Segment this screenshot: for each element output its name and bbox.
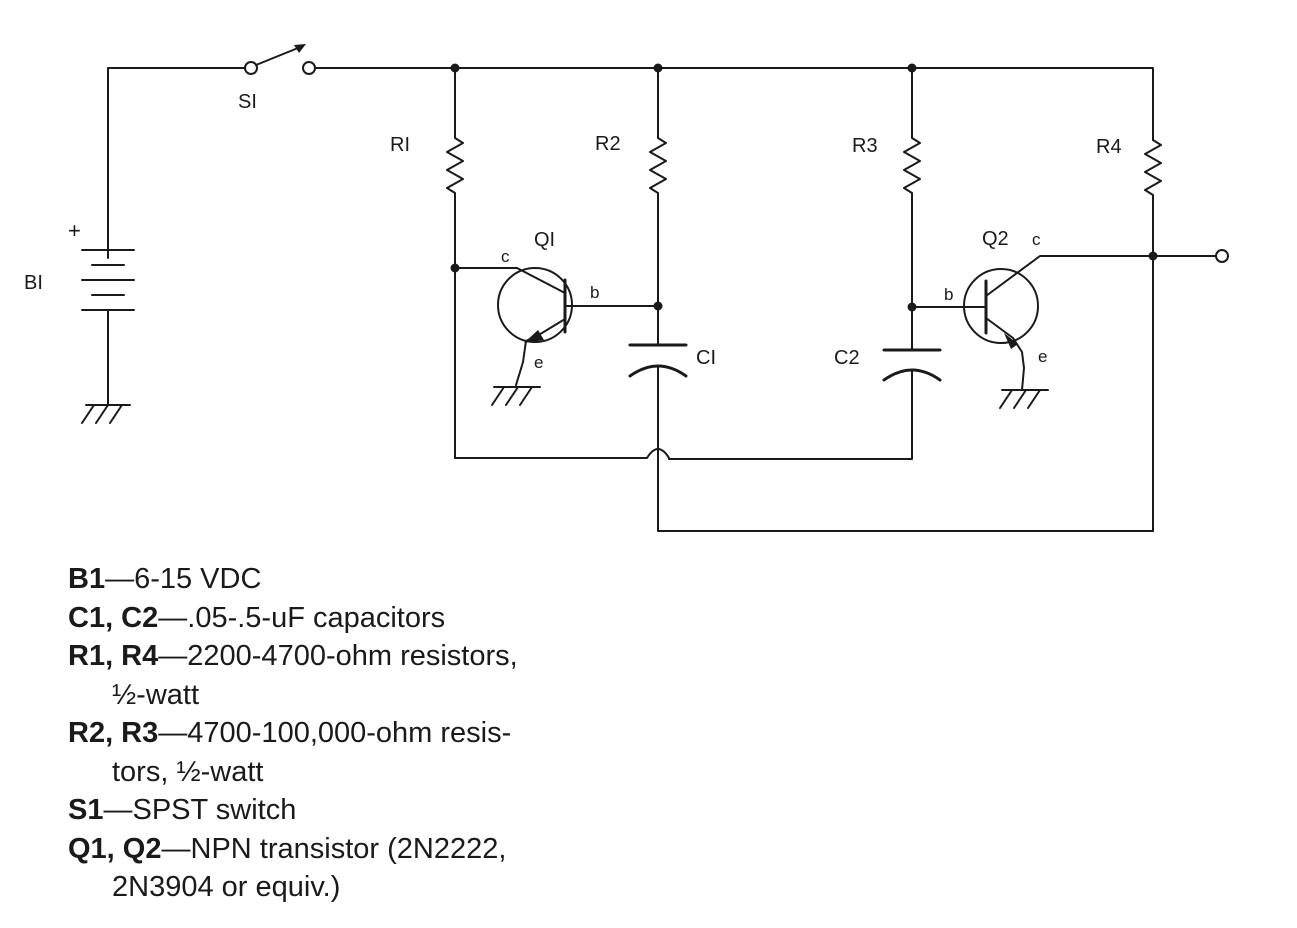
c1-label: CI [696,347,716,369]
parts-list-line: Q1, Q2—NPN transistor (2N2222, [68,830,688,869]
q1-base-label: b [590,283,599,302]
transistor-q1 [454,267,659,386]
part-description: NPN transistor (2N2222, [190,832,507,865]
supply-wiring [107,67,1154,259]
q2-label: Q2 [982,228,1009,250]
r1-label: RI [390,134,410,156]
parts-list-line: tors, ½-watt [68,753,688,792]
part-separator: — [158,601,188,634]
part-description: ½-watt [112,678,200,711]
battery-b1 [81,249,135,406]
parts-list-line: R1, R4—2200-4700-ohm resistors, [68,637,688,676]
resistor-r4 [657,139,1162,532]
part-ref: R2, R3 [68,717,159,749]
part-ref: Q1, Q2 [68,832,162,865]
part-description: 2200-4700-ohm resistors, [187,640,518,672]
part-separator: — [161,832,191,865]
part-description: .05-.5-uF capacitors [187,601,446,634]
part-ref: R1, R4 [68,640,159,672]
ground-battery [81,404,131,424]
capacitor-c1 [628,343,688,449]
b1-label: BI [24,272,43,294]
part-separator: — [158,717,188,749]
part-description: 2N3904 or equiv.) [112,871,341,903]
transistor-q2 [911,249,1229,391]
q2-base-label: b [944,285,953,304]
part-ref: S1 [68,794,104,826]
parts-list-line: B1—6-15 VDC [68,560,688,599]
c2-label: C2 [834,347,860,369]
r3-label: R3 [852,135,878,157]
q1-collector-label: c [501,247,510,266]
resistor-r3 [903,67,921,351]
parts-list-line: ½-watt [68,676,688,715]
part-description: SPST switch [132,794,297,826]
ground-q2 [999,389,1049,409]
parts-list-line: C1, C2—.05-.5-uF capacitors [68,599,688,638]
switch-s1 [244,44,316,75]
cross-coupling-wires [454,447,670,469]
parts-list-line: R2, R3—4700-100,000-ohm resis- [68,714,688,753]
part-ref: B1 [68,563,106,595]
part-description: tors, ½-watt [112,755,264,788]
r2-label: R2 [595,133,621,155]
part-separator: — [105,563,135,595]
capacitor-c2 [668,348,942,460]
q1-label: QI [534,229,555,251]
part-separator: — [103,794,133,826]
parts-list-line: 2N3904 or equiv.) [68,868,688,907]
q2-collector-label: c [1032,230,1041,249]
s1-label: SI [238,91,257,113]
b1-plus-label: + [68,218,81,243]
junction-dots [450,63,1158,312]
part-separator: — [158,640,188,672]
astable-multivibrator-schematic: SI + BI RI R2 R3 R4 CI [24,44,1229,532]
q2-emitter-label: e [1038,347,1047,366]
r4-label: R4 [1096,136,1122,158]
parts-list-line: S1—SPST switch [68,791,688,830]
part-description: 4700-100,000-ohm resis- [187,717,512,749]
resistor-r1 [446,67,464,459]
resistor-r2 [649,67,667,346]
q1-emitter-label: e [534,353,543,372]
ground-q1 [491,386,541,406]
part-description: 6-15 VDC [134,563,262,595]
part-ref: C1, C2 [68,601,159,634]
